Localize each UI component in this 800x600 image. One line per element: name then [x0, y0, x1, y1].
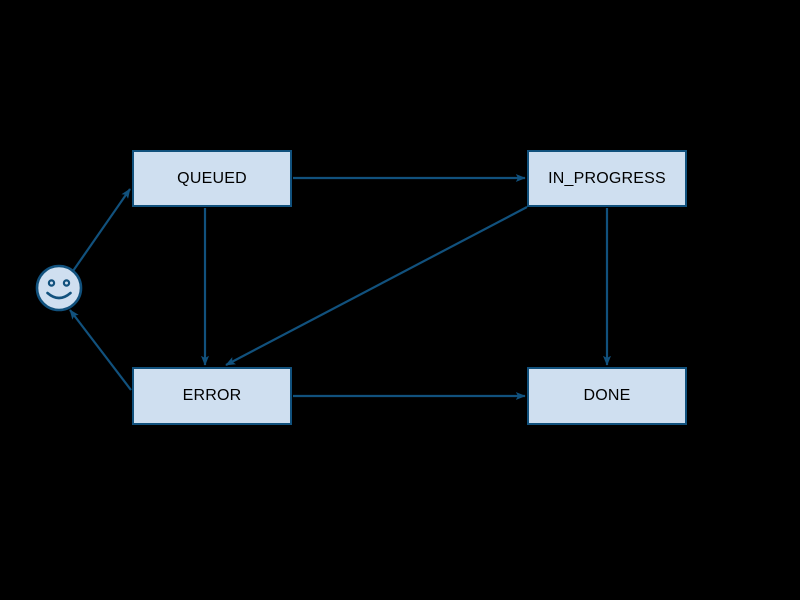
state-node-label: DONE [583, 387, 631, 404]
edge-start-to-queued [72, 188, 131, 272]
state-node-queued[interactable]: QUEUED [132, 150, 292, 207]
state-node-done[interactable]: DONE [527, 367, 687, 425]
edge-error-to-start [69, 309, 132, 391]
smiley-face-icon [35, 264, 83, 312]
state-node-in-progress[interactable]: IN_PROGRESS [527, 150, 687, 207]
edge-inprogress-to-error [225, 206, 528, 366]
state-node-label: IN_PROGRESS [548, 169, 666, 187]
state-node-error[interactable]: ERROR [132, 367, 292, 425]
start-node[interactable] [35, 264, 83, 312]
state-node-label: QUEUED [177, 169, 247, 187]
state-node-label: ERROR [182, 387, 242, 404]
